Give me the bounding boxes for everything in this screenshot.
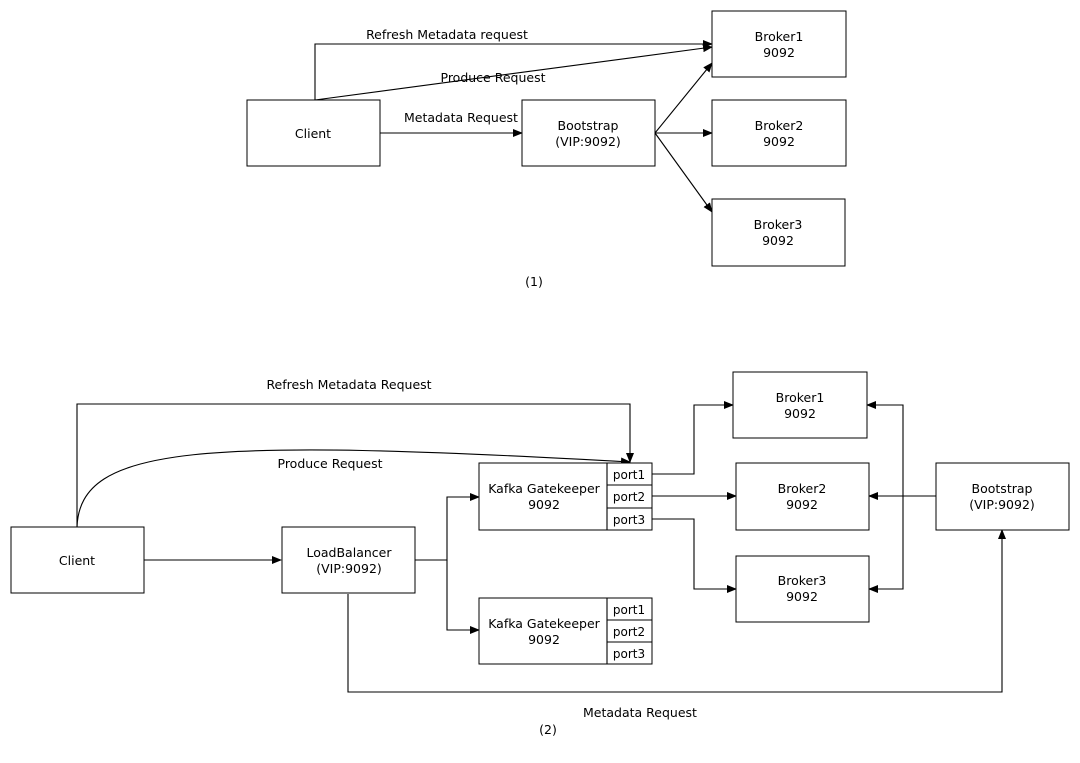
port-cell: port3	[613, 647, 645, 661]
broker-label: Broker3	[778, 573, 827, 588]
broker-port: 9092	[762, 233, 794, 248]
port-cell: port2	[613, 625, 645, 639]
edge-refresh-metadata-1	[314, 40, 713, 100]
edge-label-metadata-2: Metadata Request	[583, 705, 697, 720]
edge-bootstrap-broker1-2	[866, 401, 904, 496]
edge-bootstrap-broker3-2	[868, 496, 904, 593]
broker-label: Broker1	[776, 390, 825, 405]
broker-port: 9092	[763, 134, 795, 149]
edge-label-metadata-1: Metadata Request	[404, 110, 518, 125]
client-node-1: Client	[246, 99, 381, 167]
bootstrap-vip: (VIP:9092)	[555, 134, 621, 149]
client-node-2: Client	[10, 526, 145, 594]
broker-label: Broker3	[754, 217, 803, 232]
edge-lb-gatekeeper1	[415, 493, 480, 561]
broker-label: Broker1	[755, 29, 804, 44]
broker-port: 9092	[786, 589, 818, 604]
client-label: Client	[295, 126, 331, 141]
diagram-1: Refresh Metadata request Produce Request…	[246, 10, 847, 289]
broker3-node-2: Broker3 9092	[735, 555, 870, 623]
loadbalancer-vip: (VIP:9092)	[316, 561, 382, 576]
port-cell: port1	[613, 468, 645, 482]
caption-1: (1)	[525, 274, 543, 289]
edge-bootstrap-broker3	[654, 132, 713, 213]
edge-port1-broker1	[652, 401, 734, 475]
edge-label-refresh-2: Refresh Metadata Request	[266, 377, 431, 392]
port-cell: port2	[613, 490, 645, 504]
bootstrap-node-2: Bootstrap (VIP:9092)	[935, 462, 1070, 531]
bootstrap-vip: (VIP:9092)	[969, 497, 1035, 512]
broker-port: 9092	[784, 406, 816, 421]
caption-2: (2)	[539, 722, 557, 737]
broker-port: 9092	[786, 497, 818, 512]
gatekeeper-port: 9092	[528, 497, 560, 512]
broker-label: Broker2	[778, 481, 827, 496]
port-cell: port1	[613, 603, 645, 617]
edge-label-refresh-1: Refresh Metadata request	[366, 27, 528, 42]
diagram-2: Refresh Metadata Request Produce Request…	[10, 371, 1070, 737]
edge-label-produce-1: Produce Request	[441, 70, 546, 85]
gatekeeper-label: Kafka Gatekeeper	[488, 616, 600, 631]
broker1-node-1: Broker1 9092	[711, 10, 847, 78]
bootstrap-node-1: Bootstrap (VIP:9092)	[521, 99, 656, 167]
bootstrap-label: Bootstrap	[972, 481, 1033, 496]
gatekeeper-node-1: Kafka Gatekeeper 9092 port1 port2 port3	[478, 462, 653, 531]
broker1-node-2: Broker1 9092	[732, 371, 868, 439]
edge-bootstrap-broker1	[654, 62, 713, 134]
gatekeeper-port: 9092	[528, 632, 560, 647]
broker-label: Broker2	[755, 118, 804, 133]
edge-refresh-metadata-2	[76, 403, 634, 527]
gatekeeper-label: Kafka Gatekeeper	[488, 481, 600, 496]
loadbalancer-node: LoadBalancer (VIP:9092)	[281, 526, 416, 594]
edge-label-produce-2: Produce Request	[278, 456, 383, 471]
client-label: Client	[59, 553, 95, 568]
loadbalancer-label: LoadBalancer	[307, 545, 393, 560]
broker-port: 9092	[763, 45, 795, 60]
edge-port3-broker3	[652, 518, 737, 593]
edge-produce-1	[314, 44, 713, 101]
gatekeeper-node-2: Kafka Gatekeeper 9092 port1 port2 port3	[478, 597, 653, 665]
broker2-node-2: Broker2 9092	[735, 462, 870, 531]
edge-lb-gatekeeper2	[446, 560, 480, 634]
port-cell: port3	[613, 513, 645, 527]
broker2-node-1: Broker2 9092	[711, 99, 847, 167]
bootstrap-label: Bootstrap	[558, 118, 619, 133]
edge-metadata-2	[347, 529, 1006, 693]
edge-produce-2	[76, 449, 631, 528]
broker3-node-1: Broker3 9092	[711, 198, 846, 267]
